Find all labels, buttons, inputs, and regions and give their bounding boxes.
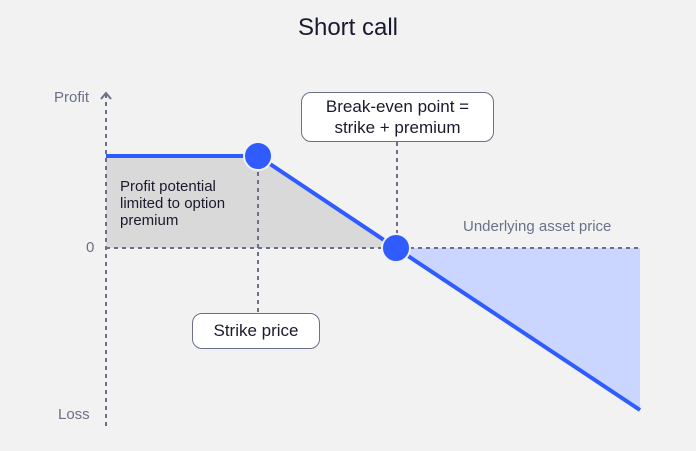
payoff-line xyxy=(106,154,642,412)
profit-area xyxy=(106,156,396,248)
chart-title: Short call xyxy=(297,14,399,41)
break-even-point xyxy=(381,233,411,263)
break-even-line1: Break-even point = xyxy=(325,97,470,116)
y-axis-bottom-label: Loss xyxy=(58,406,90,423)
strike-callout: Strike price xyxy=(192,313,320,349)
x-axis-label: Underlying asset price xyxy=(463,218,612,235)
y-axis-zero-label: 0 xyxy=(86,239,95,256)
break-even-line2: strike + premium xyxy=(334,118,461,137)
profit-note: Profit potential limited to option premi… xyxy=(120,178,226,229)
strike-point xyxy=(243,141,273,171)
break-even-callout: Break-even point = strike + premium xyxy=(301,92,494,142)
y-axis-arrow-icon xyxy=(100,91,112,100)
y-axis-top-label: Profit xyxy=(54,89,90,106)
